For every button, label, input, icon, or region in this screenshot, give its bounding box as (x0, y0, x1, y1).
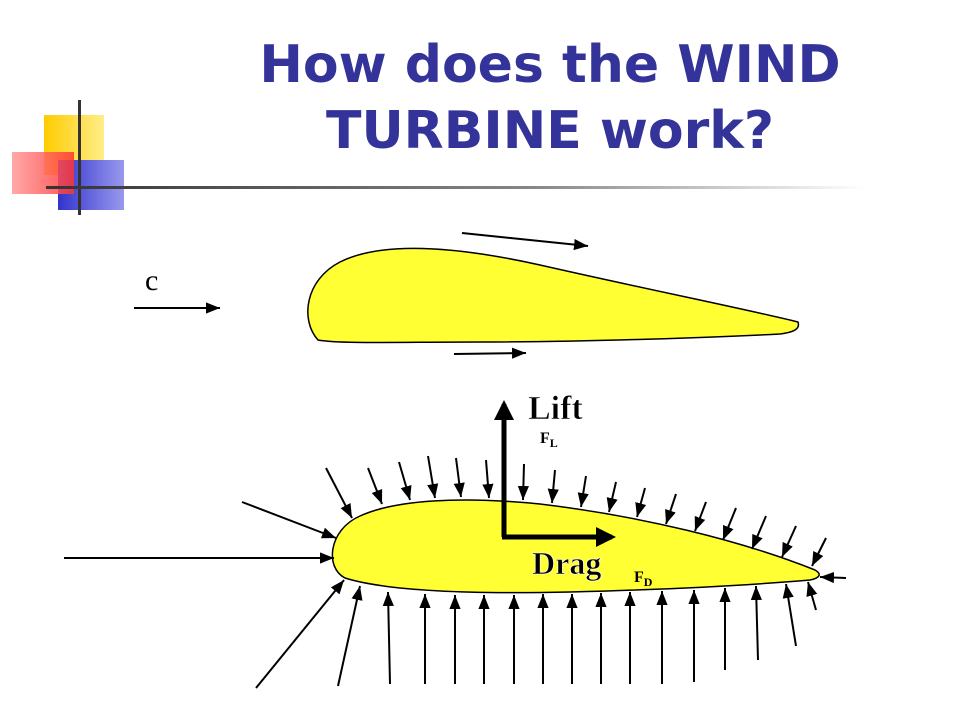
lift-symbol: FL (540, 430, 558, 450)
pressure-arrow (482, 459, 494, 499)
pressure-arrow (325, 467, 353, 519)
drag-symbol-subscript: D (644, 575, 653, 589)
pressure-arrow (606, 481, 618, 513)
pressure-arrow (722, 507, 737, 541)
upper-flow-arrow (461, 232, 589, 251)
pressure-arrows (64, 455, 847, 689)
pressure-arrow (694, 501, 707, 532)
pressure-arrow (547, 469, 559, 504)
lift-symbol-base: F (540, 430, 550, 447)
deco-horizontal-line (46, 186, 866, 189)
airfoil-bottom (331, 499, 820, 594)
pressure-arrow (255, 579, 345, 689)
title-line-2: TURBINE work? (325, 101, 775, 161)
pressure-arrow (781, 525, 797, 558)
title-line-1: How does the WIND (259, 35, 841, 95)
drag-symbol-base: F (634, 569, 644, 586)
pressure-arrow (577, 475, 589, 508)
pressure-arrow (453, 457, 465, 498)
lift-symbol-subscript: L (550, 436, 558, 450)
drag-label: Drag (532, 545, 601, 581)
lift-label: Lift (528, 390, 583, 427)
page-title: How does the WIND TURBINE work? (170, 32, 930, 164)
pressure-arrow (806, 581, 818, 611)
airfoil-top (307, 247, 800, 344)
pressure-arrow (819, 571, 847, 584)
pressure-arrow (427, 455, 439, 499)
inflow-label: c (145, 264, 158, 297)
pressure-arrow (517, 463, 529, 501)
pressure-arrow (751, 515, 767, 550)
pressure-arrow (398, 461, 412, 501)
pressure-arrow (382, 591, 394, 685)
pressure-arrow (337, 585, 363, 687)
deco-vertical-line (78, 100, 81, 215)
lower-flow-arrow (453, 347, 527, 359)
pressure-arrow (811, 537, 827, 567)
pressure-arrow (665, 493, 677, 525)
pressure-arrow (782, 583, 797, 647)
drag-symbol: FD (634, 569, 653, 589)
pressure-arrow (241, 501, 337, 539)
pressure-arrow (635, 487, 647, 518)
pressure-arrow (367, 467, 383, 505)
pressure-arrow (750, 585, 762, 661)
